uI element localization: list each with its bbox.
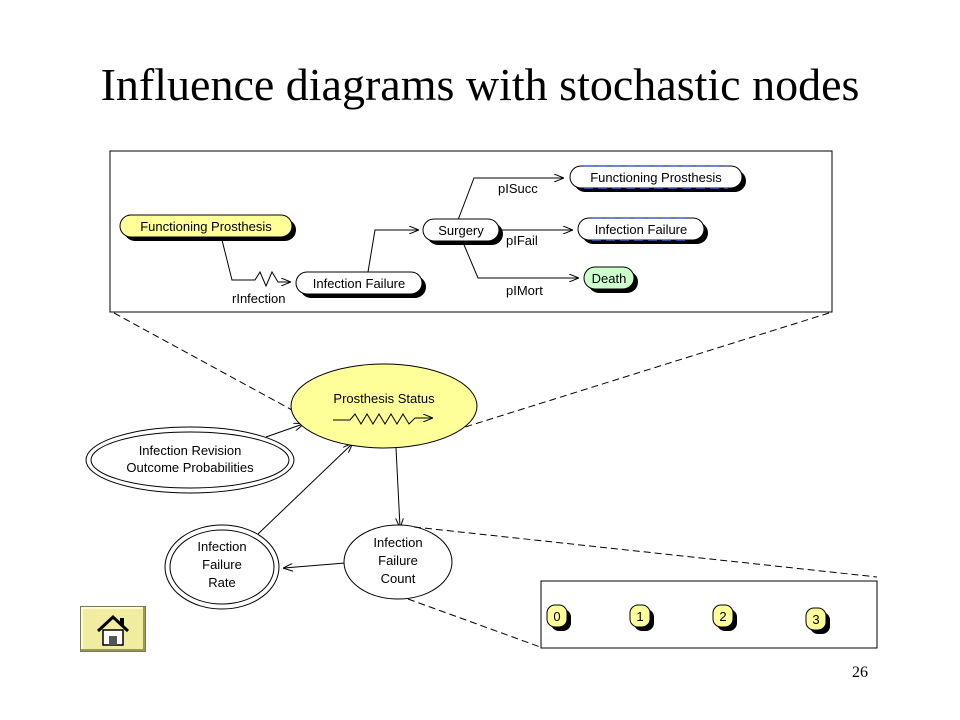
- edge-surgery-to-functioning: [457, 178, 563, 221]
- node-infection-failure-rate: Infection Failure Rate: [164, 524, 280, 610]
- node-label: Infection Failure: [595, 222, 688, 237]
- node-infection-revision: Infection Revision Outcome Probabilities: [85, 426, 295, 494]
- node-label: Surgery: [438, 223, 484, 238]
- node-functioning-prosthesis-out: Functioning Prosthesis: [569, 165, 746, 192]
- node-infection-failure-mid: Infection Failure: [295, 271, 426, 298]
- projection-line-count-top: [413, 526, 878, 578]
- top-panel-edges: [221, 178, 578, 288]
- main-diagram-edges: [257, 424, 400, 568]
- count-state-label: 2: [719, 609, 726, 624]
- slide-title: Influence diagrams with stochastic nodes: [100, 59, 860, 110]
- edge-revision-to-status: [265, 424, 303, 438]
- node-label: Infection Failure: [313, 276, 406, 291]
- edge-functioning-to-infection: [221, 239, 290, 288]
- node-label-line1: Infection: [197, 539, 246, 554]
- node-label-line2: Failure: [202, 557, 242, 572]
- node-surgery: Surgery: [422, 218, 503, 245]
- node-label-line3: Rate: [208, 575, 235, 590]
- count-state-3: 3: [805, 607, 830, 634]
- edge-label-rinfection: rInfection: [232, 291, 285, 306]
- count-state-label: 3: [812, 612, 819, 627]
- node-label-line1: Infection Revision: [139, 443, 242, 458]
- node-label-line3: Count: [381, 571, 416, 586]
- node-death: Death: [583, 266, 638, 293]
- count-state-label: 1: [636, 609, 643, 624]
- node-infection-failure-count: Infection Failure Count: [343, 524, 453, 600]
- count-state-2: 2: [712, 604, 737, 631]
- edge-rate-to-status: [257, 444, 352, 535]
- node-label: Death: [592, 271, 627, 286]
- count-state-1: 1: [629, 604, 654, 631]
- node-prosthesis-status: Prosthesis Status: [290, 363, 478, 449]
- edge-label-psucc: pISucc: [498, 181, 538, 196]
- count-state-label: 0: [553, 609, 560, 624]
- edge-label-pfail: pIFail: [506, 233, 538, 248]
- edge-infection-to-surgery: [367, 230, 418, 273]
- slide-number: 26: [852, 664, 868, 681]
- home-button[interactable]: [80, 606, 146, 652]
- node-label-line2: Outcome Probabilities: [126, 460, 254, 475]
- node-label: Functioning Prosthesis: [590, 170, 722, 185]
- projection-line-count-bottom: [407, 598, 544, 649]
- stochastic-wiggle-icon: [333, 413, 432, 425]
- home-icon: [96, 614, 130, 646]
- node-label-line1: Infection: [373, 535, 422, 550]
- projection-line-right: [461, 312, 830, 429]
- node-label: Prosthesis Status: [333, 391, 435, 406]
- node-label: Functioning Prosthesis: [140, 219, 272, 234]
- count-state-0: 0: [546, 604, 571, 631]
- edge-count-to-rate: [284, 562, 346, 568]
- node-functioning-prosthesis-start: Functioning Prosthesis: [119, 214, 296, 241]
- edge-label-pmort: pIMort: [506, 283, 543, 298]
- node-infection-failure-out: Infection Failure: [577, 217, 708, 244]
- node-label-line2: Failure: [378, 553, 418, 568]
- edge-surgery-to-death: [461, 239, 578, 278]
- edge-status-to-count: [395, 447, 400, 527]
- projection-line-left: [113, 312, 293, 411]
